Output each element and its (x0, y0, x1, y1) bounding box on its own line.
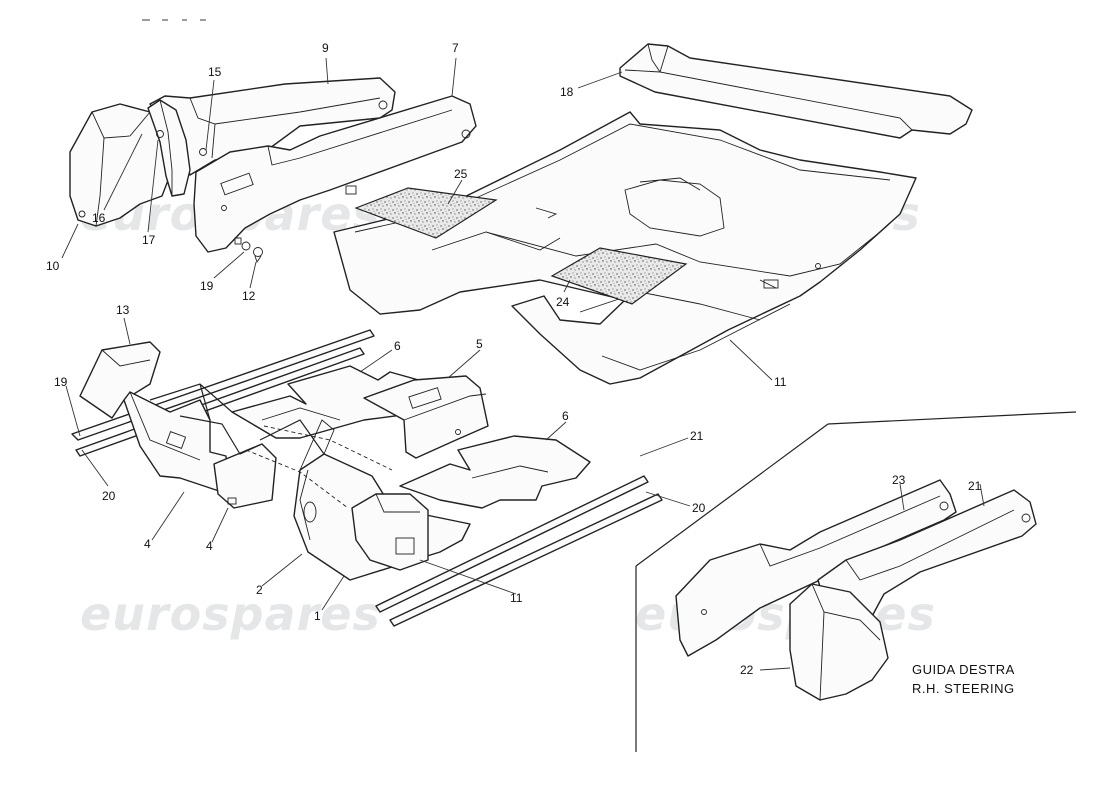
note-line-2: R.H. STEERING (912, 681, 1015, 696)
callout-9: 10 (46, 259, 60, 273)
callout-7: 11 (774, 375, 787, 389)
callout-14: 16 (92, 211, 106, 225)
callout-13: 12 (242, 289, 256, 303)
part-15-bracket (147, 99, 207, 197)
callout-5: 5 (476, 337, 483, 351)
part-23-rh-tunnel (675, 479, 957, 657)
callout-25: 25 (454, 167, 468, 181)
part-18-rear-panel (619, 43, 973, 139)
callout-18: 18 (560, 85, 574, 99)
callout-23: 23 (892, 473, 906, 487)
callout-10: 9 (322, 41, 329, 55)
part-3-side-trim (123, 391, 229, 495)
part-6-rear-mat (231, 365, 441, 439)
callout-22: 22 (740, 663, 754, 677)
inset-divider (635, 411, 1077, 752)
callout-15: 17 (142, 233, 156, 247)
callout-19-left: 19 (54, 375, 68, 389)
callout-20-left: 20 (102, 489, 116, 503)
callout-1: 1 (314, 609, 321, 623)
callout-11b: 11 (510, 591, 523, 605)
callout-21b: 21 (968, 479, 982, 493)
callout-19-right: 20 (692, 501, 706, 515)
callout-20-right: 21 (690, 429, 704, 443)
sill-strips-right (375, 475, 663, 627)
part-5-tunnel-cover (363, 375, 489, 459)
callout-17: 19 (200, 279, 214, 293)
callout-24: 24 (556, 295, 570, 309)
part-9-left-panel (69, 103, 173, 227)
part-22-rh-panel (789, 583, 889, 701)
steering-note: GUIDA DESTRA R.H. STEERING (912, 662, 1015, 696)
watermark-3: eurospares (80, 587, 381, 641)
part-12-kick-panel (79, 341, 161, 419)
part-24-carpet-insert (550, 247, 688, 305)
note-line-1: GUIDA DESTRA (912, 662, 1015, 677)
part-25-carpet-insert (354, 187, 498, 239)
part-4-panel (213, 443, 277, 509)
callout-8: 7 (452, 41, 459, 55)
callout-6-upper: 6 (394, 339, 401, 353)
fasteners-13-17 (241, 241, 263, 264)
part-6-front-mat (399, 435, 591, 509)
lower-frame (149, 383, 393, 509)
callouts: 9 7 15 18 25 10 16 17 19 12 24 11 13 19 … (46, 41, 982, 677)
part-11-kick-panel (351, 493, 429, 571)
callout-3: 4 (144, 537, 151, 551)
callout-12: 13 (116, 303, 130, 317)
callout-2: 2 (256, 583, 263, 597)
part-8-side-panel (193, 95, 477, 253)
callout-6-lower: 6 (562, 409, 569, 423)
leader-lines (61, 57, 985, 671)
callout-4b: 4 (206, 539, 213, 553)
callout-16: 15 (208, 65, 222, 79)
